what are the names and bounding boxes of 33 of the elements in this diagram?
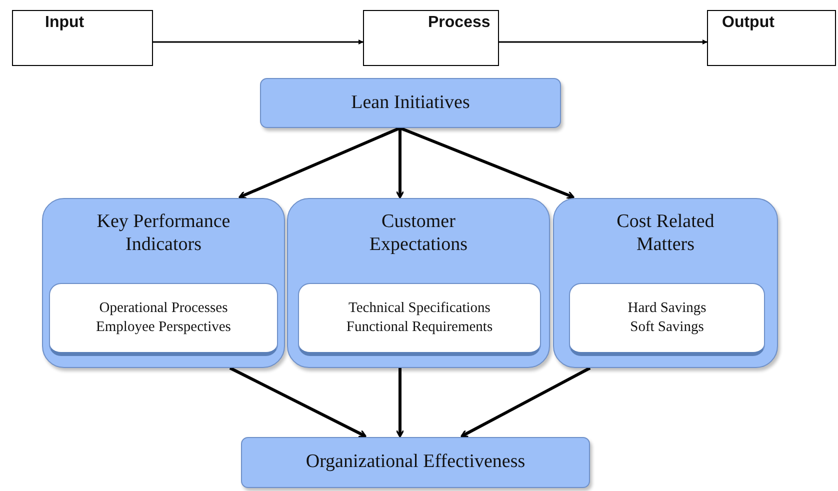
category-title: Customer Expectations [368, 211, 469, 257]
detail-box [569, 283, 765, 356]
arrow [396, 368, 404, 438]
category-box [42, 198, 285, 368]
arrow [396, 128, 404, 198]
arrow [238, 126, 401, 199]
process-box [260, 78, 561, 128]
detail-item: Operational Processes [99, 300, 228, 317]
box-label: Output [722, 14, 774, 32]
detail-item: Soft Savings [630, 319, 704, 336]
detail-box [298, 283, 541, 356]
detail-box [49, 283, 278, 356]
box-label: Lean Initiatives [351, 92, 470, 114]
detail-item: Technical Specifications [348, 300, 490, 317]
process-box [241, 437, 590, 488]
category-title: Cost Related Matters [616, 211, 716, 257]
category-title: Key Performance Indicators [96, 211, 232, 257]
arrow [499, 40, 708, 44]
box-label: Input [45, 14, 84, 32]
process-box [707, 10, 836, 66]
category-box [287, 198, 550, 368]
category-box [553, 198, 778, 368]
arrow [399, 126, 574, 199]
detail-item: Employee Perspectives [96, 319, 231, 336]
process-box [12, 10, 153, 66]
process-box [363, 10, 499, 66]
arrow [153, 40, 364, 44]
box-label: Organizational Effectiveness [306, 451, 526, 474]
detail-item: Functional Requirements [346, 319, 493, 336]
detail-item: Hard Savings [628, 300, 706, 317]
box-label: Process [428, 14, 490, 32]
arrow [229, 366, 366, 438]
arrow [460, 366, 591, 438]
